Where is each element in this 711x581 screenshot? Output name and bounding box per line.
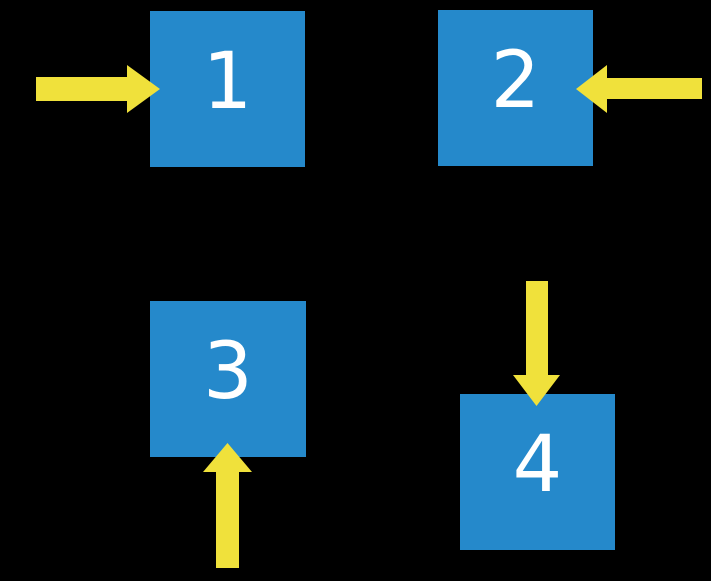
box-3: 3 (150, 301, 306, 457)
box-4-label: 4 (512, 420, 563, 510)
box-4: 4 (460, 394, 615, 550)
box-1-label: 1 (202, 37, 253, 127)
box-1: 1 (150, 11, 305, 167)
arrow-right-icon (36, 65, 160, 113)
arrow-down-icon (513, 281, 560, 406)
box-2-label: 2 (490, 36, 541, 126)
box-3-label: 3 (203, 327, 253, 417)
arrow-up-icon (203, 443, 252, 568)
box-2: 2 (438, 10, 593, 166)
arrow-left-icon (576, 65, 702, 113)
